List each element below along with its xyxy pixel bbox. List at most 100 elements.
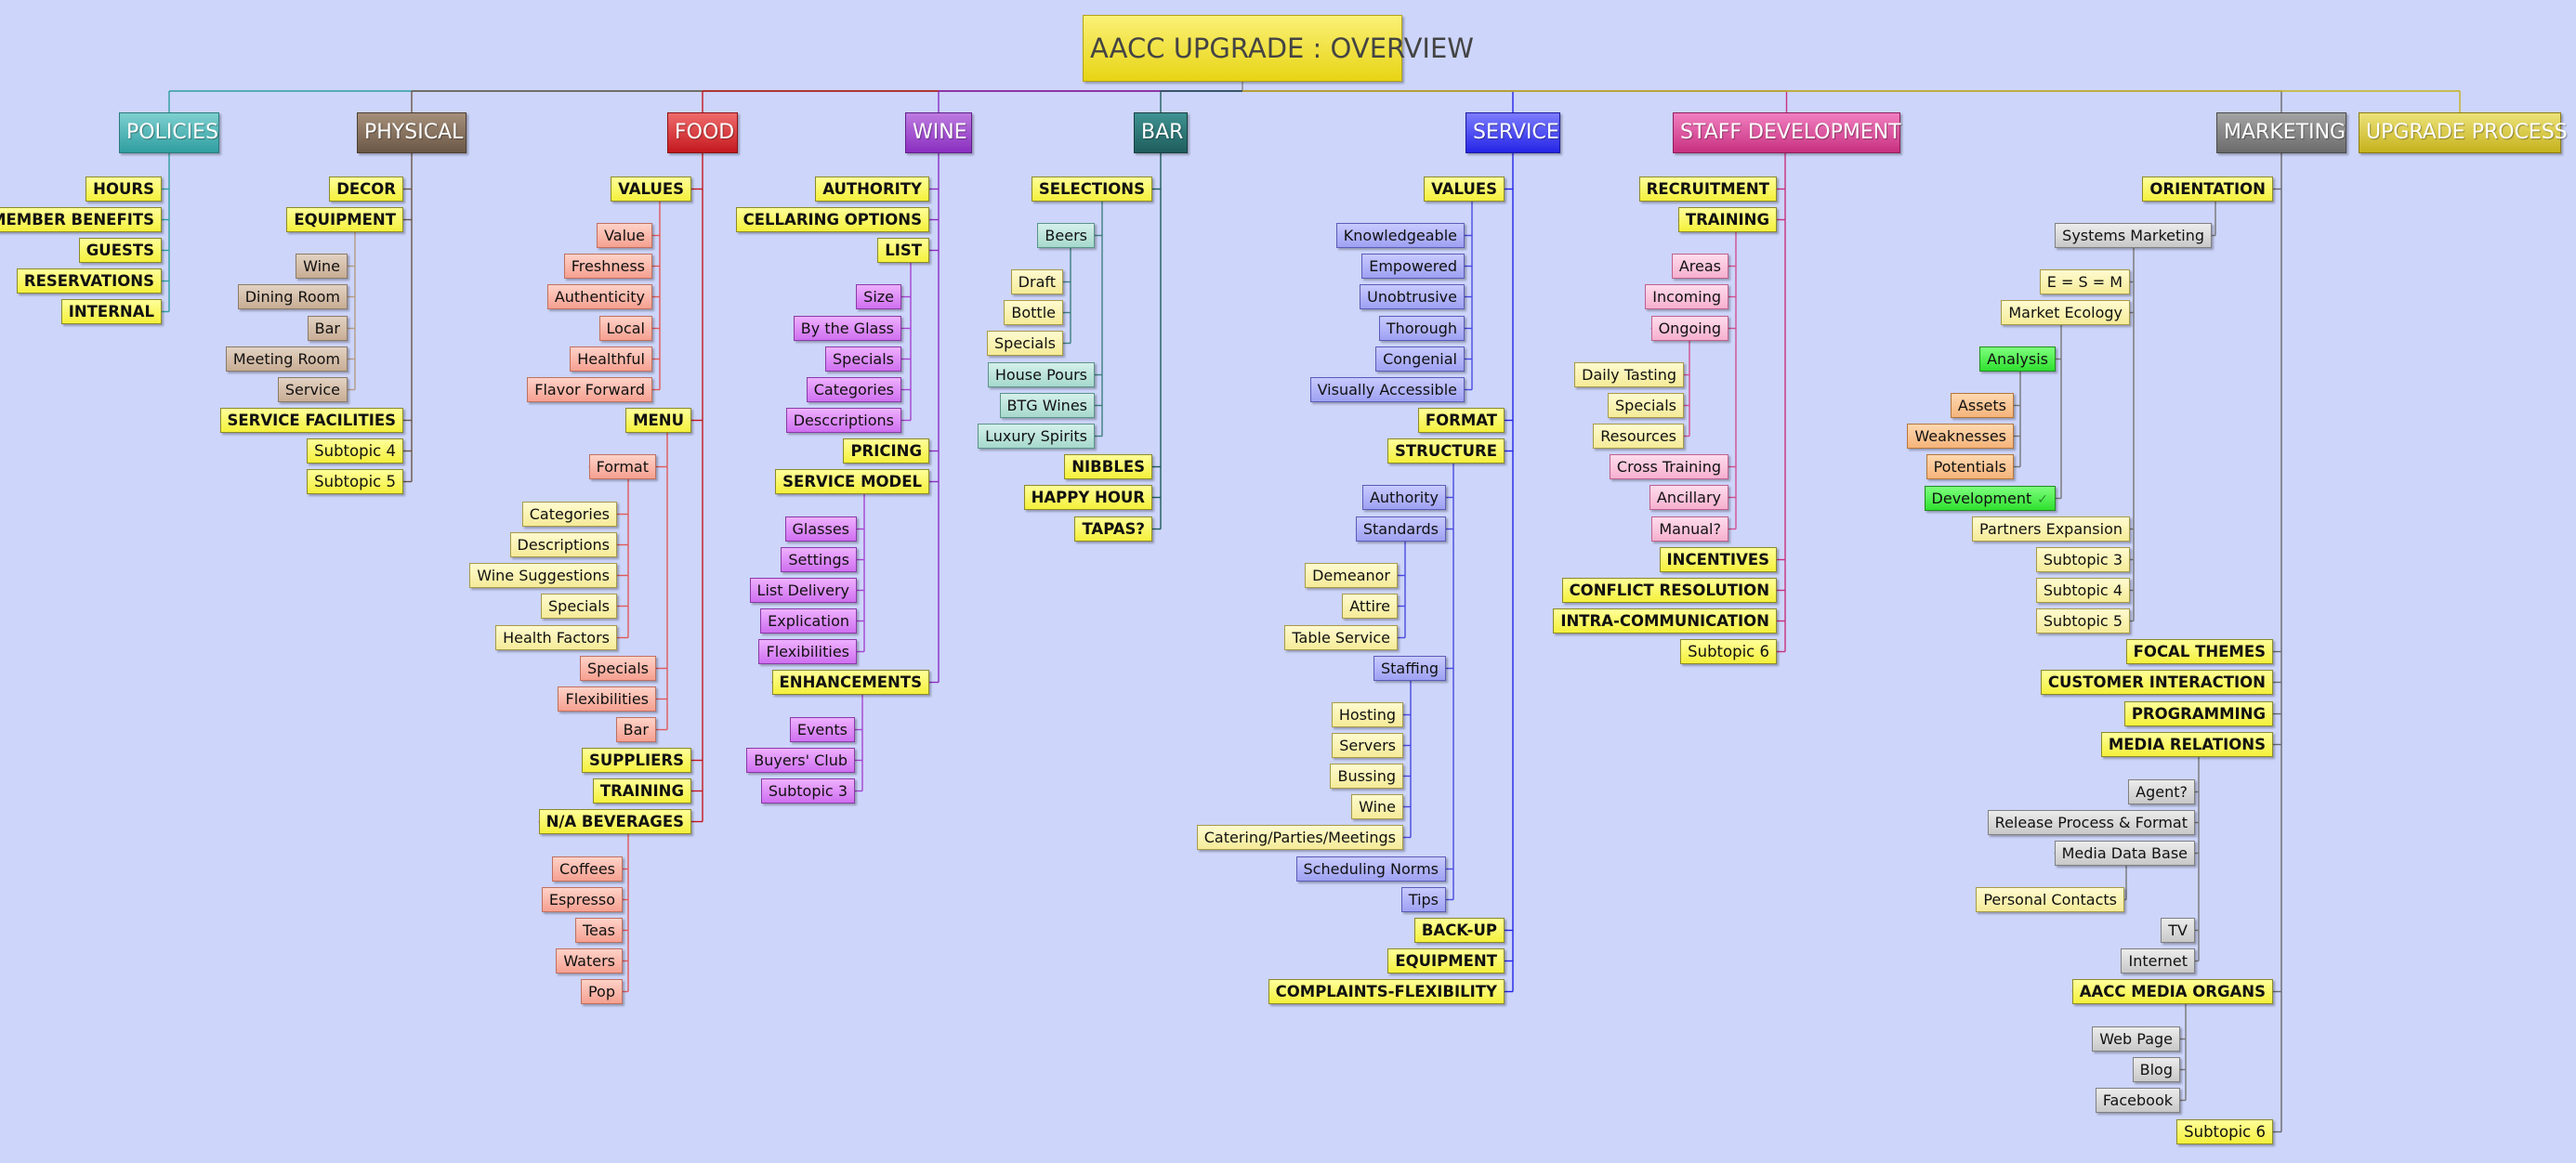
- food-values[interactable]: VALUES: [611, 176, 691, 202]
- staff-cross-training[interactable]: Cross Training: [1609, 454, 1728, 479]
- physical-subtopic-5[interactable]: Subtopic 5: [307, 469, 403, 494]
- food-format[interactable]: Format: [588, 454, 656, 479]
- service-equipment[interactable]: EQUIPMENT: [1387, 948, 1505, 974]
- staff-manual[interactable]: Manual?: [1651, 516, 1728, 542]
- marketing-personal-contacts[interactable]: Personal Contacts: [1976, 887, 2124, 912]
- wine-enh-events[interactable]: Events: [789, 717, 855, 742]
- staff-conflict-resolution[interactable]: CONFLICT RESOLUTION: [1561, 578, 1777, 603]
- wine-list-specials[interactable]: Specials: [825, 346, 901, 372]
- food-format-descriptions[interactable]: Descriptions: [509, 532, 617, 557]
- service-structure[interactable]: STRUCTURE: [1387, 438, 1505, 464]
- marketing-customer-interaction[interactable]: CUSTOMER INTERACTION: [2040, 670, 2273, 695]
- bar-beer-bottle[interactable]: Bottle: [1004, 300, 1063, 325]
- marketing-orientation[interactable]: ORIENTATION: [2142, 176, 2273, 202]
- food-na-coffees[interactable]: Coffees: [551, 856, 623, 882]
- policies-member-benefits[interactable]: MEMBER BENEFITS: [0, 207, 162, 232]
- staff-specials[interactable]: Specials: [1608, 393, 1684, 418]
- marketing-partners-expansion[interactable]: Partners Expansion: [1972, 516, 2130, 542]
- physical-equipment-service[interactable]: Service: [277, 377, 348, 402]
- food-na-pop[interactable]: Pop: [580, 979, 623, 1004]
- marketing-assets[interactable]: Assets: [1950, 393, 2014, 418]
- marketing-media-relations[interactable]: MEDIA RELATIONS: [2100, 732, 2273, 757]
- staff-ancillary[interactable]: Ancillary: [1649, 485, 1728, 510]
- bar-happy-hour[interactable]: HAPPY HOUR: [1023, 485, 1152, 510]
- wine-service-settings[interactable]: Settings: [781, 547, 857, 572]
- category-staff-development[interactable]: STAFF DEVELOPMENT: [1673, 112, 1901, 153]
- staff-incoming[interactable]: Incoming: [1645, 284, 1728, 309]
- staff-daily-tasting[interactable]: Daily Tasting: [1574, 362, 1684, 387]
- wine-list-size[interactable]: Size: [856, 284, 901, 309]
- bar-btg-wines[interactable]: BTG Wines: [999, 393, 1095, 418]
- food-format-wine-suggestions[interactable]: Wine Suggestions: [469, 563, 617, 588]
- marketing-facebook[interactable]: Facebook: [2095, 1088, 2180, 1113]
- category-marketing[interactable]: MARKETING: [2216, 112, 2346, 153]
- category-bar[interactable]: BAR: [1134, 112, 1188, 153]
- physical-decor[interactable]: DECOR: [329, 176, 403, 202]
- food-na-espresso[interactable]: Espresso: [541, 887, 623, 912]
- marketing-systems-marketing[interactable]: Systems Marketing: [2055, 223, 2212, 248]
- wine-enh-subtopic-3[interactable]: Subtopic 3: [760, 778, 855, 804]
- bar-beer-specials[interactable]: Specials: [987, 331, 1063, 356]
- service-complaints-flexibility[interactable]: COMPLAINTS-FLEXIBILITY: [1268, 979, 1505, 1004]
- service-scheduling-norms[interactable]: Scheduling Norms: [1295, 856, 1446, 882]
- bar-beers[interactable]: Beers: [1037, 223, 1095, 248]
- service-table-service[interactable]: Table Service: [1284, 625, 1398, 650]
- policies-internal[interactable]: INTERNAL: [60, 299, 162, 324]
- wine-service-flexibilities[interactable]: Flexibilities: [758, 639, 857, 664]
- marketing-web-page[interactable]: Web Page: [2092, 1026, 2180, 1052]
- wine-enhancements[interactable]: ENHANCEMENTS: [771, 670, 929, 695]
- service-values[interactable]: VALUES: [1424, 176, 1505, 202]
- staff-incentives[interactable]: INCENTIVES: [1659, 547, 1777, 572]
- service-knowledgeable[interactable]: Knowledgeable: [1335, 223, 1465, 248]
- food-menu[interactable]: MENU: [625, 408, 691, 433]
- bar-house-pours[interactable]: House Pours: [987, 362, 1095, 387]
- service-demeanor[interactable]: Demeanor: [1305, 563, 1398, 588]
- food-flavor-forward[interactable]: Flavor Forward: [527, 377, 652, 402]
- service-catering[interactable]: Catering/Parties/Meetings: [1196, 825, 1403, 850]
- food-na-teas[interactable]: Teas: [574, 918, 623, 943]
- food-menu-flexibilities[interactable]: Flexibilities: [558, 686, 656, 712]
- wine-pricing[interactable]: PRICING: [843, 438, 929, 464]
- service-attire[interactable]: Attire: [1342, 594, 1398, 619]
- staff-areas[interactable]: Areas: [1671, 254, 1728, 279]
- marketing-development[interactable]: Development✓: [1924, 486, 2056, 511]
- wine-service-glasses[interactable]: Glasses: [784, 516, 857, 542]
- policies-guests[interactable]: GUESTS: [78, 238, 162, 263]
- marketing-potentials[interactable]: Potentials: [1925, 454, 2014, 479]
- physical-equipment-dining-room[interactable]: Dining Room: [237, 284, 348, 309]
- service-bussing[interactable]: Bussing: [1330, 764, 1403, 789]
- food-na-beverages[interactable]: N/A BEVERAGES: [538, 809, 691, 834]
- physical-equipment[interactable]: EQUIPMENT: [286, 207, 403, 232]
- service-back-up[interactable]: BACK-UP: [1413, 918, 1505, 943]
- food-local[interactable]: Local: [598, 316, 652, 341]
- wine-list-by-the-glass[interactable]: By the Glass: [793, 316, 901, 341]
- marketing-agent[interactable]: Agent?: [2128, 779, 2195, 804]
- service-wine[interactable]: Wine: [1351, 794, 1403, 819]
- marketing-esm[interactable]: E = S = M: [2039, 269, 2130, 294]
- service-unobtrusive[interactable]: Unobtrusive: [1360, 284, 1465, 309]
- staff-ongoing[interactable]: Ongoing: [1650, 316, 1728, 341]
- staff-subtopic-6[interactable]: Subtopic 6: [1680, 639, 1777, 664]
- food-format-specials[interactable]: Specials: [541, 594, 617, 619]
- marketing-subtopic-4[interactable]: Subtopic 4: [2035, 578, 2130, 603]
- marketing-weaknesses[interactable]: Weaknesses: [1907, 424, 2014, 449]
- service-tips[interactable]: Tips: [1400, 887, 1446, 912]
- food-freshness[interactable]: Freshness: [563, 254, 652, 279]
- category-food[interactable]: FOOD: [667, 112, 738, 153]
- bar-selections[interactable]: SELECTIONS: [1031, 176, 1152, 202]
- service-servers[interactable]: Servers: [1332, 733, 1403, 758]
- food-menu-specials[interactable]: Specials: [580, 656, 656, 681]
- staff-recruitment[interactable]: RECRUITMENT: [1638, 176, 1777, 202]
- marketing-programming[interactable]: PROGRAMMING: [2123, 701, 2273, 726]
- marketing-analysis[interactable]: Analysis: [1979, 346, 2056, 372]
- bar-beer-draft[interactable]: Draft: [1010, 269, 1063, 294]
- staff-training[interactable]: TRAINING: [1677, 207, 1777, 232]
- category-physical[interactable]: PHYSICAL: [357, 112, 467, 153]
- food-na-waters[interactable]: Waters: [556, 948, 623, 974]
- category-service[interactable]: SERVICE: [1465, 112, 1560, 153]
- wine-enh-buyers-club[interactable]: Buyers' Club: [746, 748, 855, 773]
- food-format-categories[interactable]: Categories: [521, 502, 617, 527]
- physical-equipment-bar[interactable]: Bar: [307, 316, 348, 341]
- wine-list-categories[interactable]: Categories: [806, 377, 901, 402]
- staff-intra-communication[interactable]: INTRA-COMMUNICATION: [1553, 608, 1777, 634]
